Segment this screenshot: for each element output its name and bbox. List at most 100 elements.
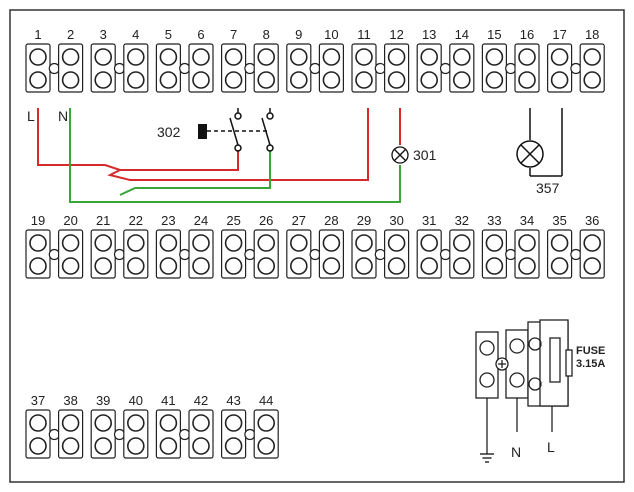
switch-contact-1 <box>229 108 242 152</box>
terminal-34: 34 <box>514 213 540 279</box>
bridge-link <box>244 248 256 261</box>
terminal-number: 33 <box>487 213 501 228</box>
terminal-24: 24 <box>188 213 214 279</box>
lamp-301-label: 301 <box>413 147 437 163</box>
terminal-number: 15 <box>487 27 501 42</box>
terminal-number: 44 <box>259 393 273 408</box>
terminal-number: 38 <box>63 393 77 408</box>
terminal-number: 1 <box>34 27 41 42</box>
terminal-number: 9 <box>295 27 302 42</box>
bridge-link <box>48 62 60 75</box>
terminal-28: 28 <box>318 213 344 279</box>
bridge-link <box>48 248 60 261</box>
bridge-link <box>48 428 60 441</box>
neutral-label: N <box>58 108 68 124</box>
switch-contact-2 <box>261 108 274 152</box>
terminal-number: 36 <box>585 213 599 228</box>
terminal-38: 38 <box>57 393 84 459</box>
terminal-number: 2 <box>67 27 74 42</box>
bridge-link <box>179 248 191 261</box>
terminal-number: 21 <box>96 213 110 228</box>
terminal-12: 12 <box>384 27 410 93</box>
bridge-link <box>179 428 191 441</box>
lamp-301-icon <box>391 146 409 164</box>
terminal-40: 40 <box>123 393 149 459</box>
terminal-42: 42 <box>188 393 214 459</box>
terminal-33: 33 <box>481 213 507 279</box>
terminal-number: 5 <box>165 27 172 42</box>
terminal-number: 11 <box>357 27 371 42</box>
terminal-number: 26 <box>259 213 273 228</box>
terminal-5: 5 <box>155 27 181 93</box>
terminal-number: 43 <box>226 393 240 408</box>
terminal-27: 27 <box>286 213 312 279</box>
terminal-35: 35 <box>546 213 573 279</box>
terminal-16: 16 <box>514 27 540 93</box>
terminal-number: 25 <box>226 213 240 228</box>
terminal-15: 15 <box>481 27 507 93</box>
terminal-number: 6 <box>197 27 204 42</box>
terminal-32: 32 <box>449 213 475 279</box>
terminal-number: 3 <box>100 27 107 42</box>
terminal-number: 8 <box>263 27 270 42</box>
terminal-26: 26 <box>253 213 279 279</box>
green-wire-switch <box>119 150 271 196</box>
bridge-link <box>505 248 517 261</box>
terminal-number: 23 <box>161 213 175 228</box>
power-terminal-block <box>475 319 573 454</box>
terminal-number: 35 <box>552 213 566 228</box>
terminal-number: 32 <box>455 213 469 228</box>
bridge-link <box>113 62 126 75</box>
terminal-number: 22 <box>129 213 143 228</box>
terminal-number: 12 <box>389 27 403 42</box>
ground-icon <box>480 453 494 463</box>
terminal-23: 23 <box>155 213 181 279</box>
terminal-number: 34 <box>520 213 534 228</box>
terminal-36: 36 <box>579 213 605 279</box>
bridge-link <box>439 62 452 75</box>
switch-label: 302 <box>157 124 181 140</box>
terminal-25: 25 <box>221 213 247 279</box>
terminal-19: 19 <box>25 213 51 279</box>
terminal-number: 41 <box>161 393 175 408</box>
lamp-357-circuit <box>529 108 563 177</box>
bridge-link <box>244 428 256 441</box>
bridge-link <box>113 248 126 261</box>
bridge-link <box>570 62 582 75</box>
lamp-357-label: 357 <box>536 180 560 196</box>
terminal-number: 42 <box>194 393 208 408</box>
terminal-20: 20 <box>57 213 84 279</box>
terminal-number: 40 <box>129 393 143 408</box>
bridge-link <box>309 62 321 75</box>
terminal-number: 31 <box>422 213 436 228</box>
terminal-number: 18 <box>585 27 599 42</box>
terminal-number: 39 <box>96 393 110 408</box>
terminal-30: 30 <box>384 213 410 279</box>
terminal-43: 43 <box>221 393 247 459</box>
terminal-number: 14 <box>455 27 469 42</box>
terminal-21: 21 <box>90 213 116 279</box>
bridge-link <box>439 248 452 261</box>
bridge-link <box>244 62 256 75</box>
terminal-number: 24 <box>194 213 208 228</box>
terminal-number: 4 <box>132 27 139 42</box>
bridge-link <box>505 62 517 75</box>
bridge-link <box>309 248 321 261</box>
bridge-link <box>570 248 582 261</box>
terminal-14: 14 <box>449 27 475 93</box>
bridge-link <box>374 62 386 75</box>
terminal-number: 16 <box>520 27 534 42</box>
terminal-44: 44 <box>253 393 279 459</box>
bridge-link <box>113 428 126 441</box>
terminal-number: 37 <box>31 393 45 408</box>
terminal-22: 22 <box>123 213 149 279</box>
terminal-number: 7 <box>230 27 237 42</box>
terminal-11: 11 <box>351 27 377 93</box>
terminal-number: 10 <box>324 27 338 42</box>
terminal-8: 8 <box>253 27 279 93</box>
terminal-17: 17 <box>546 27 573 93</box>
bridge-link <box>179 62 191 75</box>
